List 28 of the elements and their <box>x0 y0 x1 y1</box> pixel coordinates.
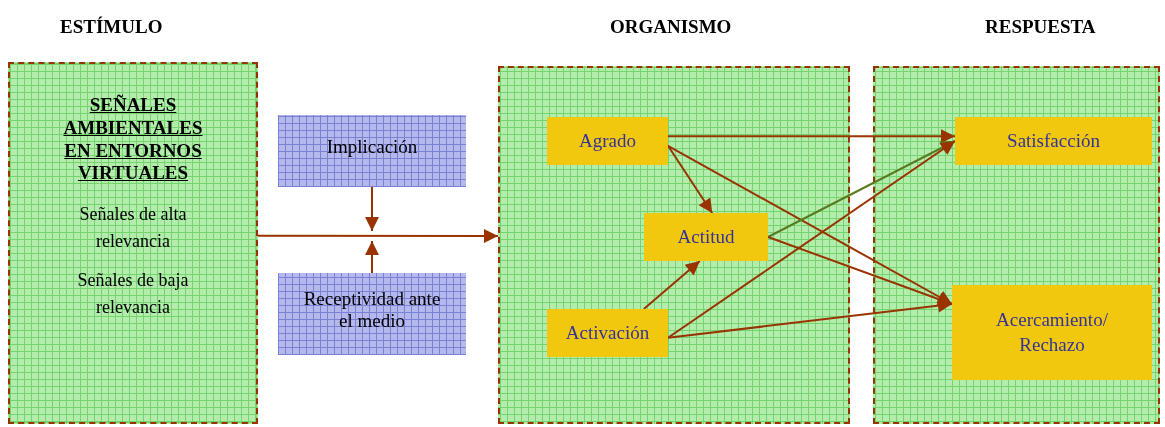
concept-box <box>547 309 668 357</box>
node-label: Satisfacción <box>1007 128 1100 153</box>
node-label: Receptividad ante el medio <box>302 288 442 332</box>
arrow <box>667 129 956 144</box>
arrow <box>667 144 953 305</box>
concept-box <box>952 285 1152 380</box>
cue-text: Señales de baja relevancia <box>76 269 190 320</box>
concept-box <box>955 117 1152 165</box>
section-heading: RESPUESTA <box>985 16 1096 38</box>
node-label: Actitud <box>677 224 735 249</box>
arrow <box>642 260 701 310</box>
arrow <box>257 229 499 244</box>
section-heading: ORGANISMO <box>610 16 732 38</box>
arrow <box>365 186 379 232</box>
node-label: Acercamiento/ Rechazo <box>995 307 1109 357</box>
arrow <box>365 240 379 274</box>
section-heading: ESTÍMULO <box>60 16 163 38</box>
arrow <box>667 140 956 339</box>
cue-text: Señales de alta relevancia <box>78 203 188 254</box>
arrow <box>667 298 953 339</box>
node-label: Agrado <box>579 128 636 153</box>
moderator-box <box>278 115 466 187</box>
panel-title: SEÑALES AMBIENTALES EN ENTORNOS VIRTUALES <box>62 94 204 186</box>
concept-box <box>547 117 668 165</box>
node-label: Implicación <box>325 136 419 158</box>
node-label: Activación <box>565 320 650 345</box>
concept-box <box>644 213 768 261</box>
moderator-box <box>278 273 466 355</box>
